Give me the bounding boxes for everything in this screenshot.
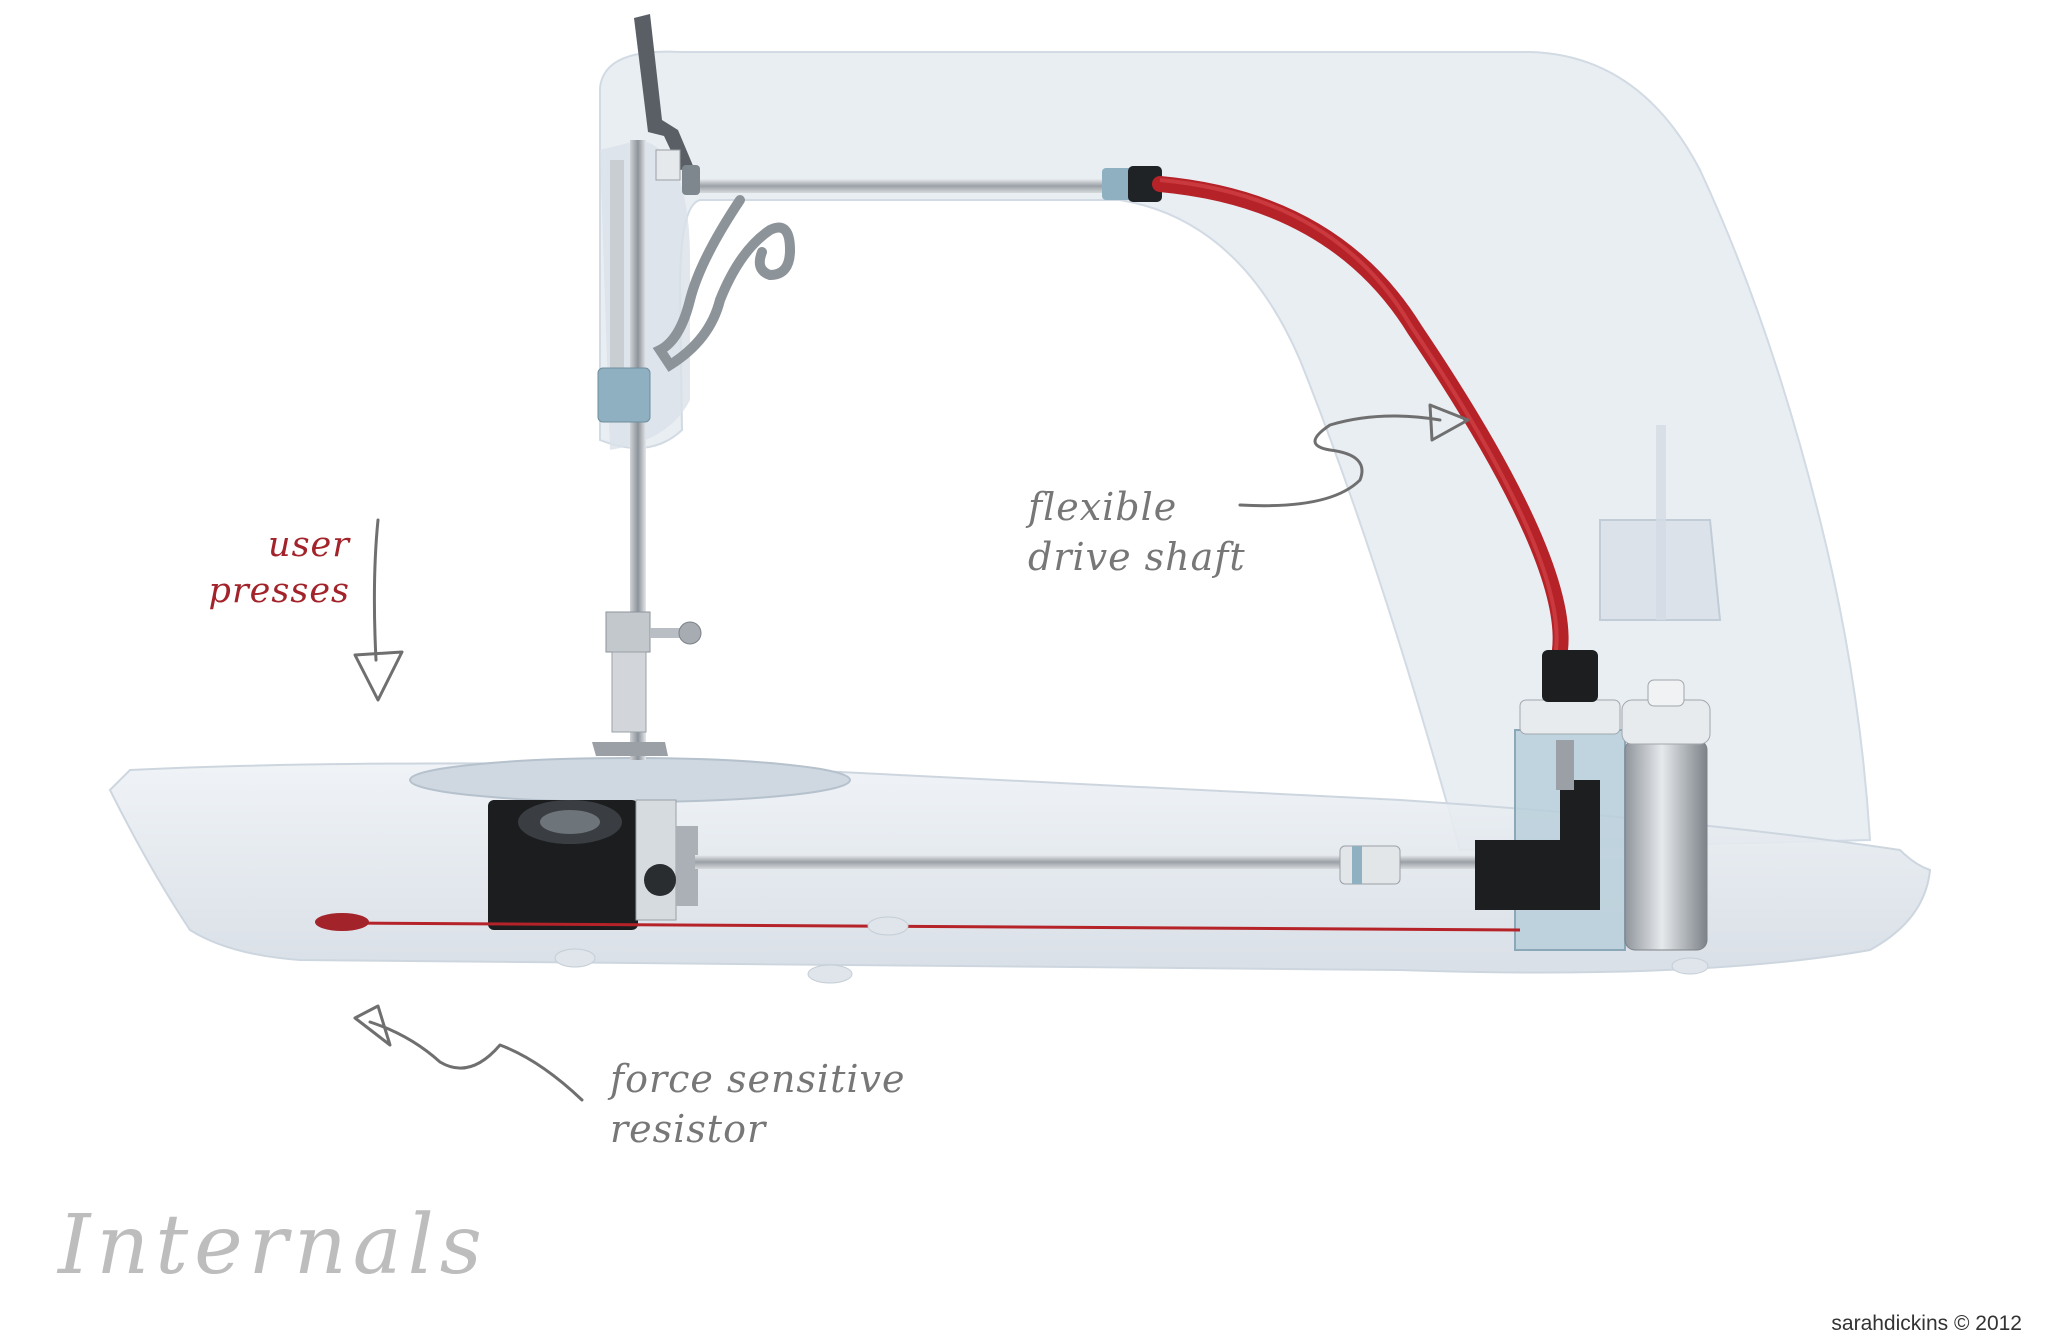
- spool-holder: [1599, 425, 1722, 621]
- annotation-line: resistor: [610, 1107, 767, 1151]
- machine-feet: [554, 916, 1709, 984]
- sensor-wire: [344, 921, 1521, 932]
- page-title: Internals: [58, 1198, 488, 1293]
- annotation-line: flexible: [1028, 485, 1178, 529]
- presser-spring-bracket: [652, 195, 796, 372]
- presser-foot: [592, 611, 702, 756]
- annotation-line: presses: [208, 571, 350, 611]
- needle-plate: [409, 757, 851, 803]
- lower-coupling: [1339, 845, 1401, 885]
- needle-bar: [630, 140, 646, 760]
- arrow-user-presses: [353, 518, 404, 702]
- lower-drive-rod: [695, 855, 1475, 869]
- annotation-line: drive shaft: [1028, 535, 1246, 579]
- bobbin-assembly: [488, 799, 698, 930]
- annotation-line: force sensitive: [610, 1057, 906, 1101]
- copyright-credit: sarahdickins © 2012: [1831, 1312, 2022, 1335]
- annotation-line: user: [268, 525, 350, 565]
- needle-bar-collar: [597, 367, 651, 423]
- annotation-flexible-drive-shaft: flexible drive shaft: [1028, 482, 1246, 582]
- thread-take-up-lever: [634, 14, 694, 170]
- force-sensitive-resistor: [315, 913, 369, 931]
- upper-coupling: [1102, 166, 1162, 202]
- annotation-force-sensitive-resistor: force sensitive resistor: [610, 1054, 905, 1154]
- gear-box: [1475, 650, 1626, 951]
- annotation-user-presses: user presses: [200, 522, 350, 614]
- electric-motor: [1621, 679, 1711, 951]
- arrow-force-sensitive-resistor: [353, 1004, 584, 1102]
- arrow-flexible-drive-shaft: [1238, 403, 1470, 508]
- upper-drive-rod: [685, 179, 1105, 193]
